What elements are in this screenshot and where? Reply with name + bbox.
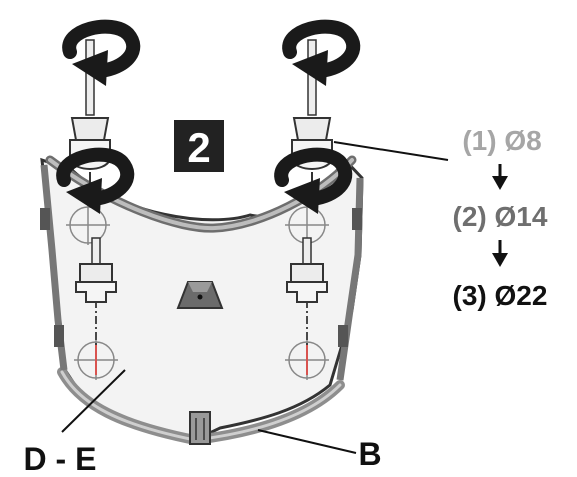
rotate-clockwise-arrow-icon xyxy=(56,147,135,214)
step-drill-bit-icon xyxy=(286,237,328,303)
drill-size-2: (2) Ø14 xyxy=(453,201,548,232)
left-clip-top xyxy=(40,208,50,230)
rim-label: B xyxy=(358,436,381,472)
crosshair-circle-icon xyxy=(66,205,110,245)
arrow-down-icon xyxy=(492,164,508,190)
right-clip-top xyxy=(352,208,362,230)
leader-line-plate xyxy=(61,369,126,433)
bottom-clip xyxy=(189,411,211,445)
right-clip-bottom xyxy=(338,325,348,347)
left-clip-bottom xyxy=(54,325,64,347)
step-drill-bit-icon xyxy=(75,237,117,303)
crosshair-circle-icon xyxy=(285,340,329,380)
plate-label: D - E xyxy=(24,441,97,477)
leader-line-rim xyxy=(257,429,357,454)
drilling-template-icon xyxy=(176,281,224,309)
drill-size-3: (3) Ø22 xyxy=(453,280,548,311)
crosshair-circle-icon xyxy=(74,340,118,380)
leader-line-drill xyxy=(333,141,449,161)
arrow-down-icon xyxy=(492,240,508,267)
step-number: 2 xyxy=(187,124,210,171)
drill-size-1: (1) Ø8 xyxy=(462,125,541,156)
rotate-clockwise-arrow-icon xyxy=(274,147,353,214)
rotate-clockwise-arrow-icon xyxy=(282,19,361,86)
step-badge xyxy=(174,120,224,172)
rotate-clockwise-arrow-icon xyxy=(62,19,141,86)
